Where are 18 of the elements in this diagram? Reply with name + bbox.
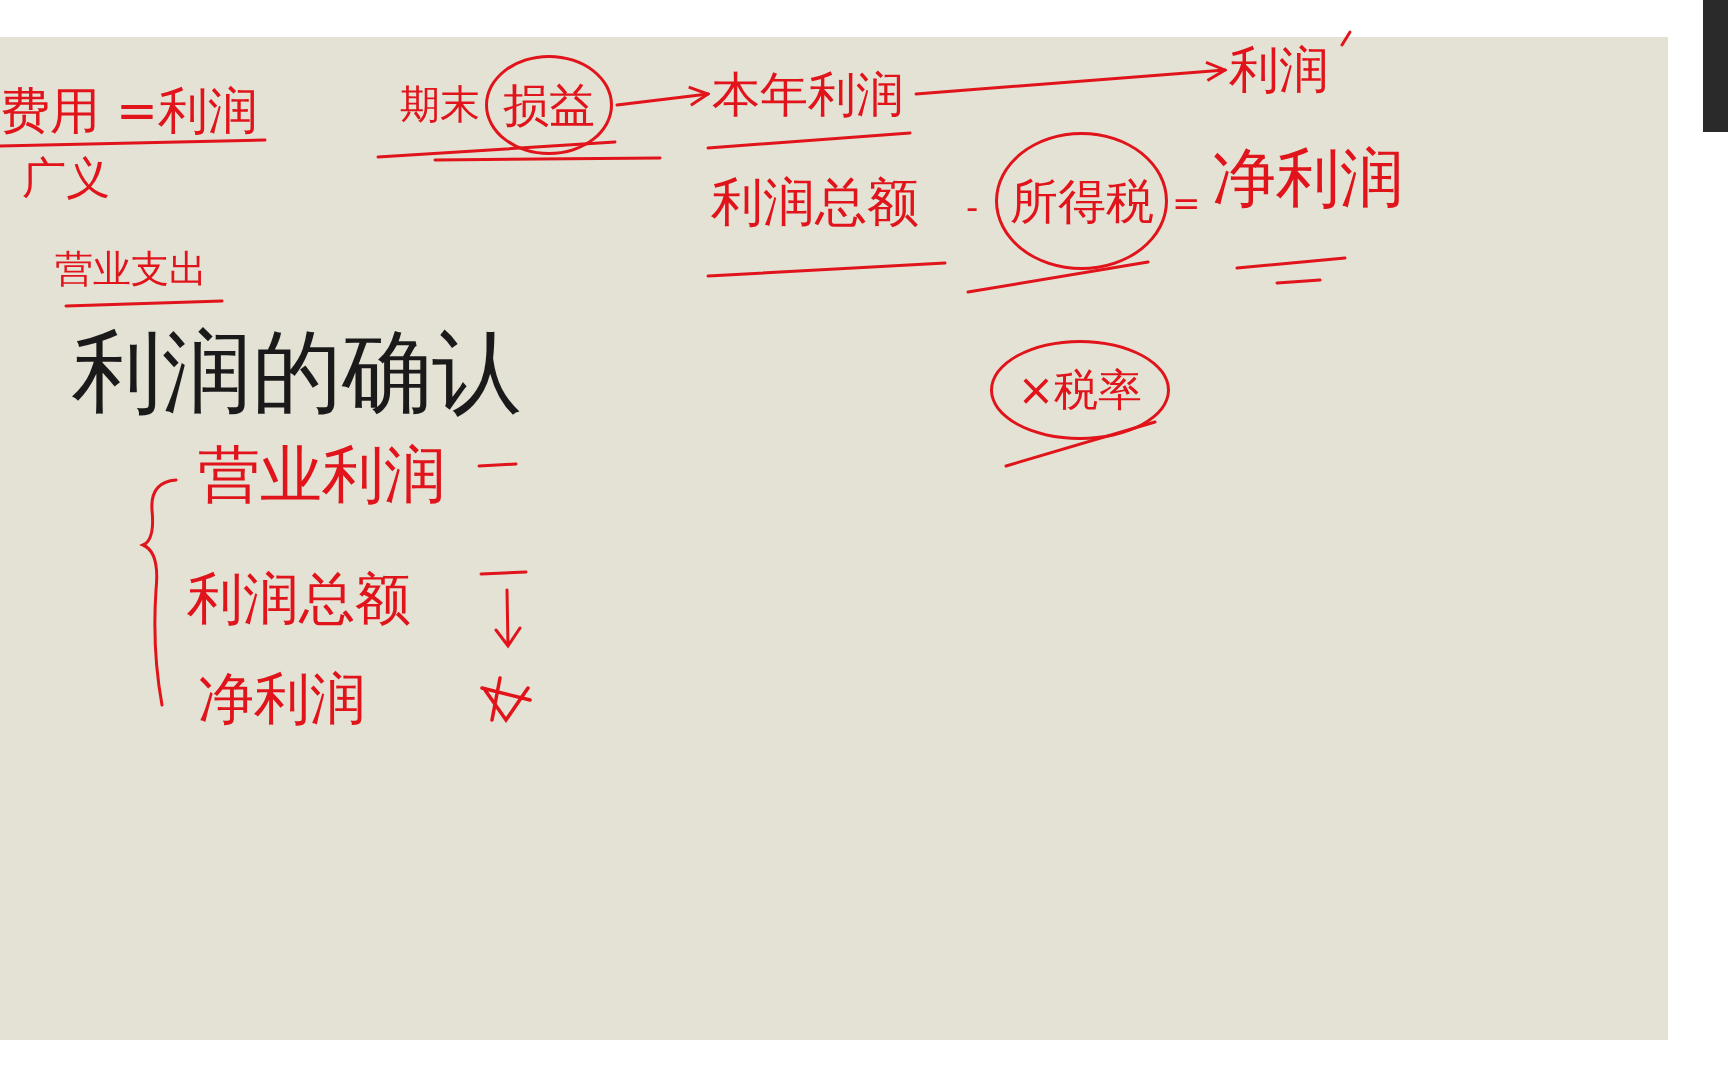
handwritten-note: 利润总额 bbox=[187, 571, 411, 627]
handwritten-note: 营业利润 bbox=[198, 444, 446, 506]
operator-sign: - bbox=[966, 190, 979, 224]
handwritten-note: 营业支出 bbox=[55, 250, 207, 288]
circled-term: 所得税 bbox=[995, 132, 1168, 270]
handwritten-term: 本年利润 bbox=[712, 64, 912, 124]
arrow bbox=[615, 85, 710, 107]
handwritten-note: 利润总额 bbox=[711, 176, 919, 228]
circled-term: 损益 bbox=[485, 55, 613, 155]
handwritten-note: 净利润 bbox=[198, 671, 366, 727]
title: 利润的确认 bbox=[72, 328, 522, 418]
arrow bbox=[914, 60, 1227, 96]
handwritten-note: 广义 bbox=[22, 156, 110, 200]
operator-sign: = bbox=[1172, 186, 1201, 220]
handwritten-term: 利润 bbox=[1229, 44, 1335, 96]
circled-term: ×税率 bbox=[990, 340, 1170, 440]
handwritten-note: 费用 =利润 bbox=[0, 86, 258, 136]
handwritten-note: 净利润 bbox=[1212, 146, 1404, 210]
